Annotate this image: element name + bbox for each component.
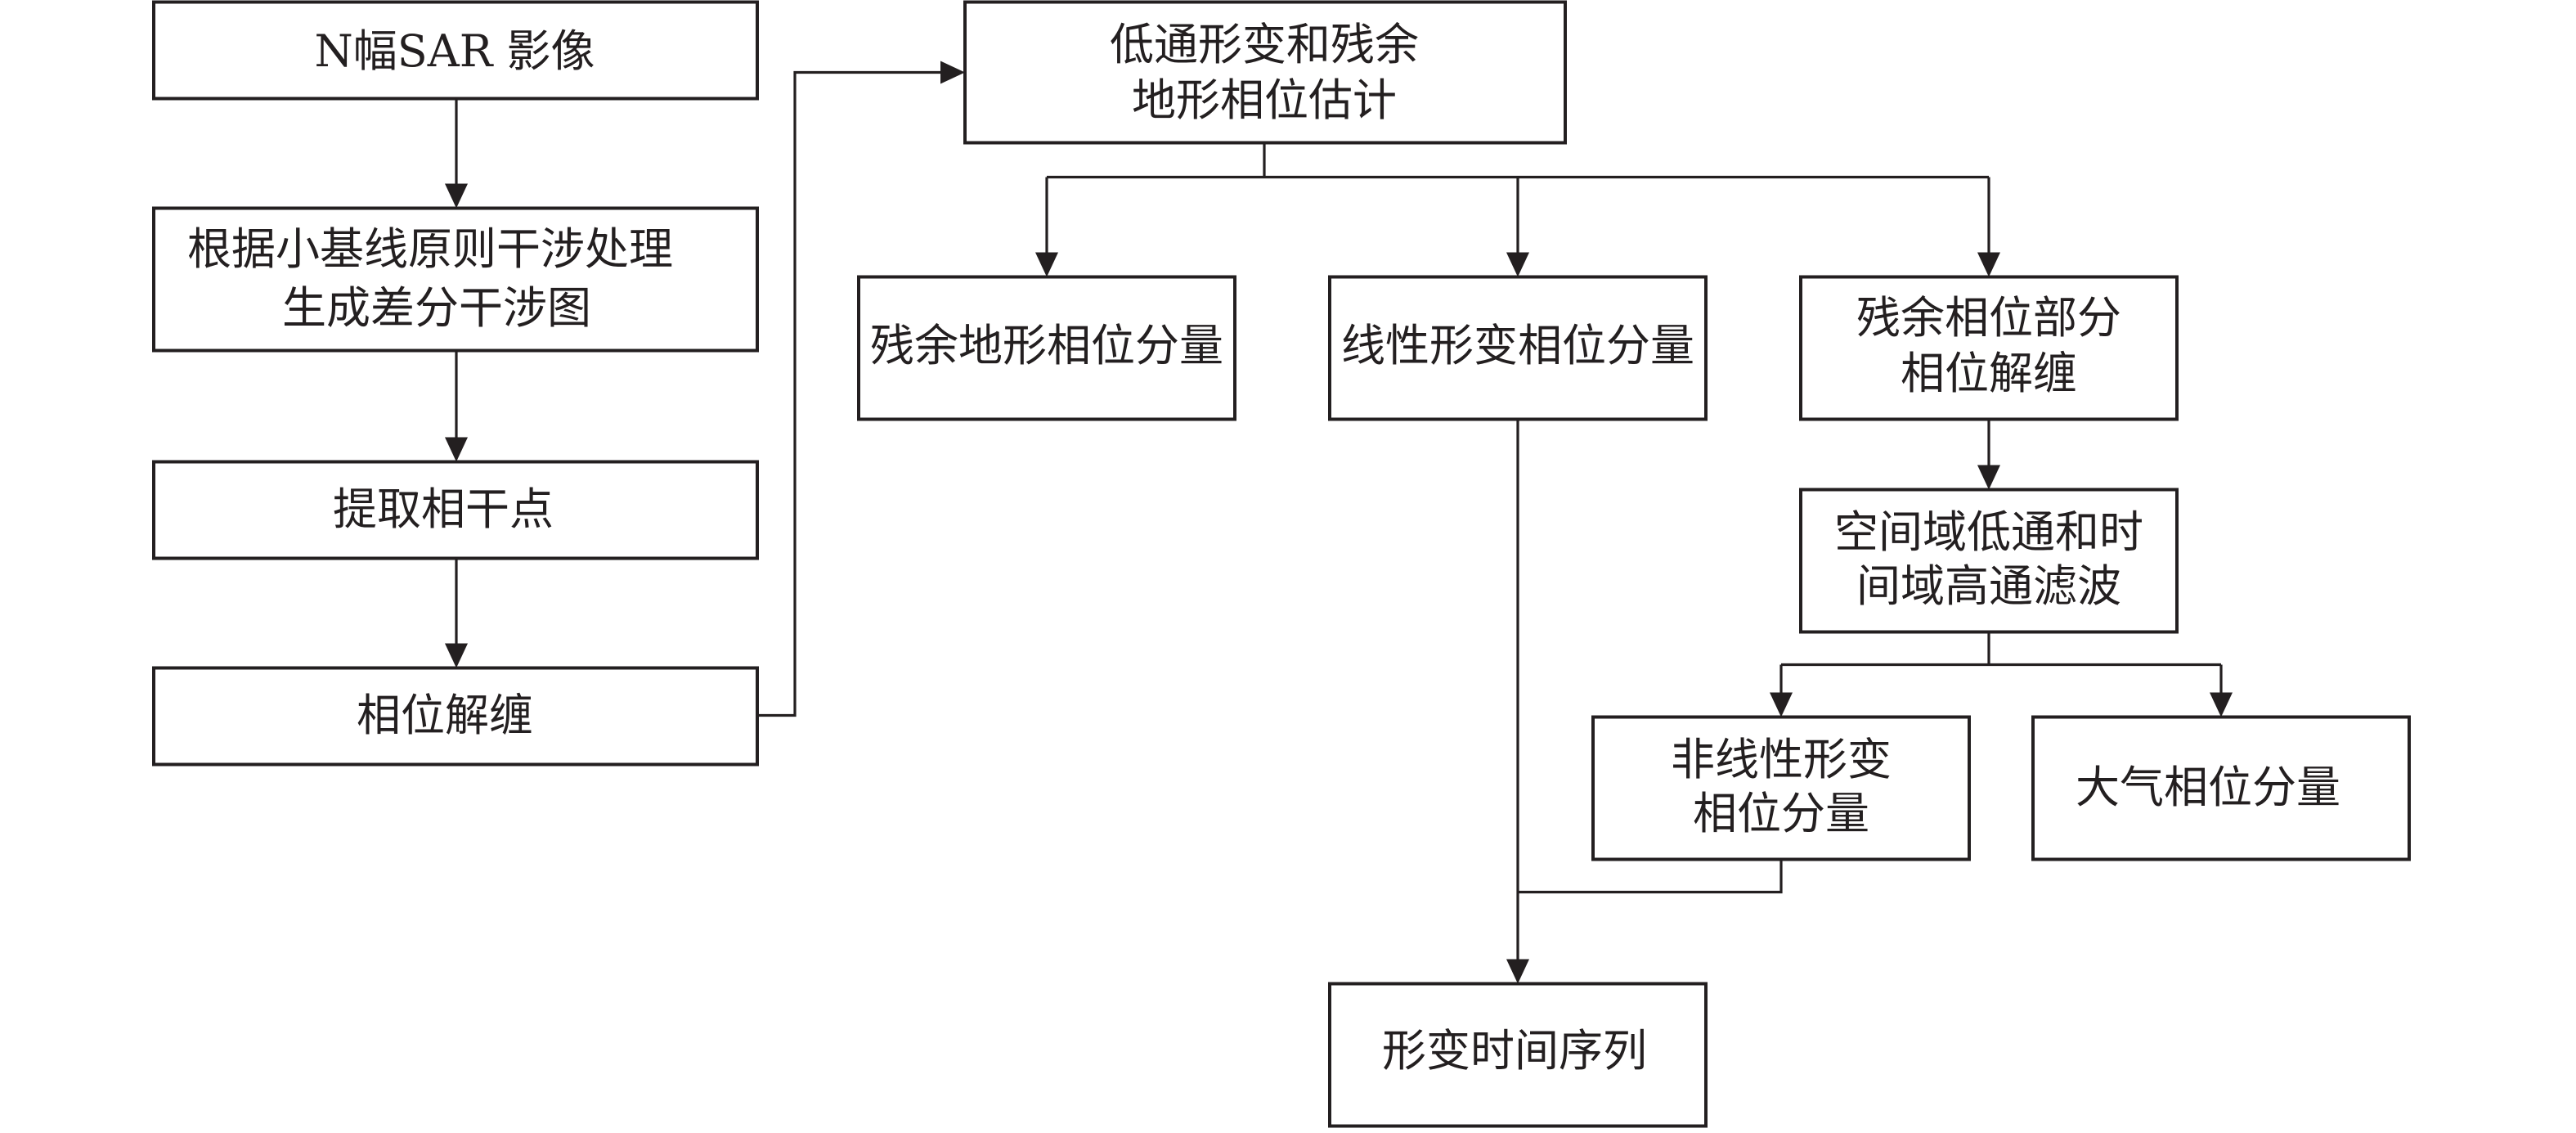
node-lowpass-estimate: 低通形变和残余 地形相位估计 — [963, 0, 1567, 145]
node-label: N幅SAR 影像 — [314, 25, 595, 77]
arrowhead-icon — [2210, 692, 2233, 717]
node-label: 大气相位分量 — [2076, 762, 2340, 813]
node-linear-deform: 线性形变相位分量 — [1328, 275, 1708, 421]
arrowhead-icon — [1035, 252, 1058, 277]
node-label: 形变时间序列 — [1382, 1025, 1647, 1077]
node-interferogram: 根据小基线原则干涉处理 生成差分干涉图 — [152, 206, 759, 353]
node-label: 间域高通滤波 — [1856, 560, 2121, 612]
node-label: 非线性形变 — [1671, 734, 1892, 785]
node-label: 低通形变和残余 — [1110, 19, 1419, 70]
node-atmosphere: 大气相位分量 — [2031, 715, 2411, 861]
edge-nonlinear-to-timeseries — [1518, 859, 1783, 894]
arrowhead-icon — [1506, 252, 1529, 277]
node-label: 相位分量 — [1693, 788, 1869, 839]
node-sar-images: N幅SAR 影像 — [152, 0, 759, 101]
node-label: 残余相位部分 — [1856, 292, 2121, 344]
arrowhead-icon — [445, 437, 468, 462]
arrowhead-icon — [445, 643, 468, 668]
node-label: 相位解缠 — [357, 690, 533, 741]
node-coherent-points: 提取相干点 — [152, 460, 759, 560]
arrowhead-icon — [1506, 959, 1529, 984]
node-label: 相位解缠 — [1901, 348, 2077, 399]
arrowhead-icon — [1977, 252, 2000, 277]
node-label: 根据小基线原则干涉处理 — [187, 223, 673, 275]
arrowhead-icon — [940, 61, 965, 84]
node-label: 空间域低通和时 — [1834, 506, 2143, 558]
arrowhead-icon — [445, 183, 468, 209]
node-residual-unwrap: 残余相位部分 相位解缠 — [1799, 275, 2179, 421]
node-residual-topo: 残余地形相位分量 — [857, 275, 1236, 421]
node-label: 生成差分干涉图 — [282, 282, 591, 334]
node-filtering: 空间域低通和时 间域高通滤波 — [1799, 488, 2179, 634]
connectors — [445, 61, 2233, 984]
node-nonlinear-deform: 非线性形变 相位分量 — [1591, 715, 1971, 861]
arrowhead-icon — [1770, 692, 1793, 717]
node-label: 地形相位估计 — [1132, 74, 1397, 126]
node-label: 线性形变相位分量 — [1341, 320, 1694, 371]
arrowhead-icon — [1977, 465, 2000, 490]
node-time-series: 形变时间序列 — [1328, 982, 1708, 1128]
edge-unwrap-to-estimate — [757, 70, 945, 717]
node-label: 提取相干点 — [333, 483, 554, 535]
node-phase-unwrap: 相位解缠 — [152, 666, 759, 767]
node-label: 残余地形相位分量 — [870, 320, 1223, 371]
